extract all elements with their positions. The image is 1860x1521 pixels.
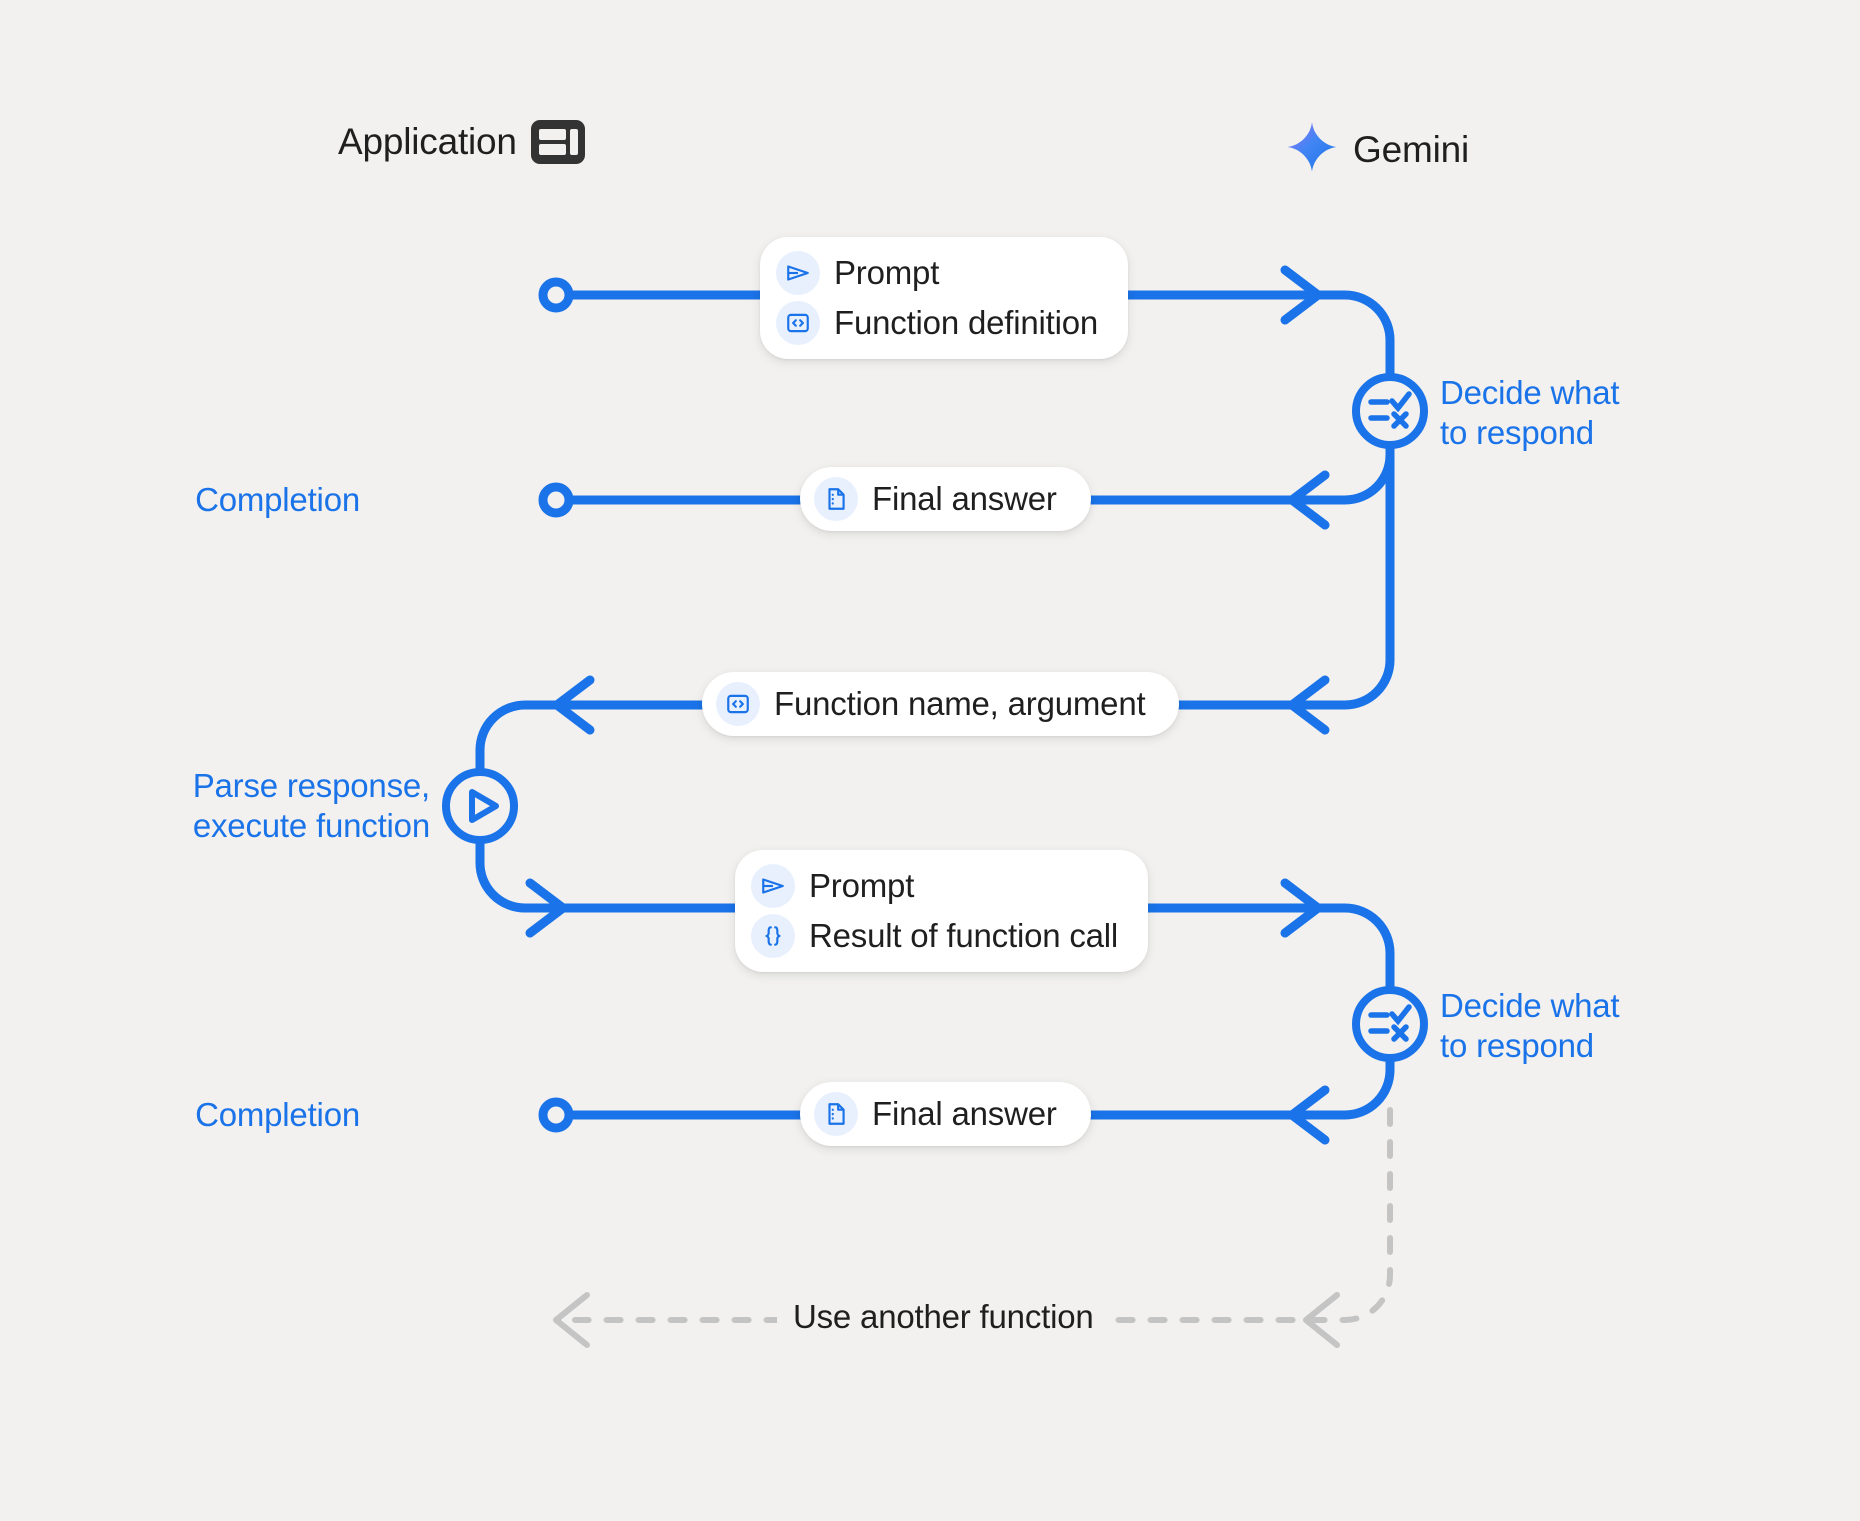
lane-header-application: Application: [338, 120, 585, 164]
wire-function-name-to-app: [475, 700, 1305, 777]
message-label: Final answer: [872, 1095, 1057, 1132]
message-card-prompt-function-definition[interactable]: Prompt Function definition: [760, 237, 1129, 359]
node-completion-2: [538, 1097, 574, 1133]
arrowhead-loop-gemini: [1303, 1292, 1340, 1348]
lane-header-gemini: Gemini: [1285, 120, 1469, 179]
card-row: Final answer: [814, 477, 1057, 521]
message-card-final-answer-2[interactable]: Final answer: [800, 1082, 1091, 1146]
wire-decision2-to-final2: [551, 1053, 1395, 1120]
card-row: Function name, argument: [716, 682, 1146, 726]
lane-label-application: Application: [338, 121, 517, 162]
document-icon: [814, 1092, 858, 1136]
card-row: Prompt: [751, 864, 1118, 908]
annotation-decide-what-to-respond-2: Decide what to respond: [1440, 987, 1620, 1065]
card-row: Prompt: [776, 251, 1098, 295]
card-row: Function definition: [776, 301, 1098, 345]
arrowhead-to-app-2: [1287, 675, 1330, 735]
arrowhead-to-appline-1: [552, 675, 595, 735]
gemini-spark-icon: [1285, 120, 1339, 179]
decision-rules-icon-2: [1352, 986, 1428, 1062]
wire-decision1-to-functioncall: [1295, 440, 1395, 710]
wire-play-to-prompt2: [475, 835, 1305, 913]
send-icon: [751, 864, 795, 908]
wire-prompt-to-gemini: [551, 290, 1395, 382]
annotation-parse-response-execute-function: Parse response, execute function: [192, 767, 431, 845]
message-label: Prompt: [809, 867, 915, 904]
send-icon: [776, 251, 820, 295]
arrowhead-to-app-1: [1287, 470, 1330, 530]
wire-prompt2-to-gemini: [1295, 903, 1395, 995]
app-window-icon: [530, 120, 585, 164]
decision-rules-icon-1: [1352, 373, 1428, 449]
message-label: Function name, argument: [774, 685, 1146, 722]
arrowhead-to-gemini-2: [1280, 878, 1323, 938]
arrowhead-to-gemini-1: [1280, 265, 1323, 325]
curly-braces-icon: [751, 914, 795, 958]
message-card-final-answer-1[interactable]: Final answer: [800, 467, 1091, 531]
annotation-decide-what-to-respond-1: Decide what to respond: [1440, 374, 1620, 452]
arrowhead-to-app-3: [1287, 1085, 1330, 1145]
play-circle-icon: [442, 768, 518, 844]
code-brackets-icon: [716, 682, 760, 726]
message-card-prompt-result[interactable]: Prompt Result of function call: [735, 850, 1149, 972]
message-label: Final answer: [872, 480, 1057, 517]
message-label: Function definition: [834, 304, 1099, 341]
document-icon: [814, 477, 858, 521]
node-start-app: [538, 277, 574, 313]
code-brackets-icon: [776, 301, 820, 345]
lane-label-gemini: Gemini: [1353, 128, 1469, 170]
message-card-function-name-argument[interactable]: Function name, argument: [702, 672, 1180, 736]
wire-use-another-function: [572, 1107, 1393, 1323]
arrowhead-loop-app: [553, 1292, 590, 1348]
node-completion-1: [538, 482, 574, 518]
loop-label-use-another-function: Use another function: [777, 1298, 1110, 1336]
card-row: Final answer: [814, 1092, 1057, 1136]
annotation-completion-2: Completion: [195, 1096, 360, 1133]
wire-decision1-down: [1295, 440, 1395, 505]
arrowhead-from-app-2: [525, 878, 568, 938]
card-row: Result of function call: [751, 914, 1118, 958]
annotation-completion-1: Completion: [195, 481, 360, 518]
message-label: Prompt: [834, 254, 940, 291]
message-label: Result of function call: [809, 917, 1119, 954]
